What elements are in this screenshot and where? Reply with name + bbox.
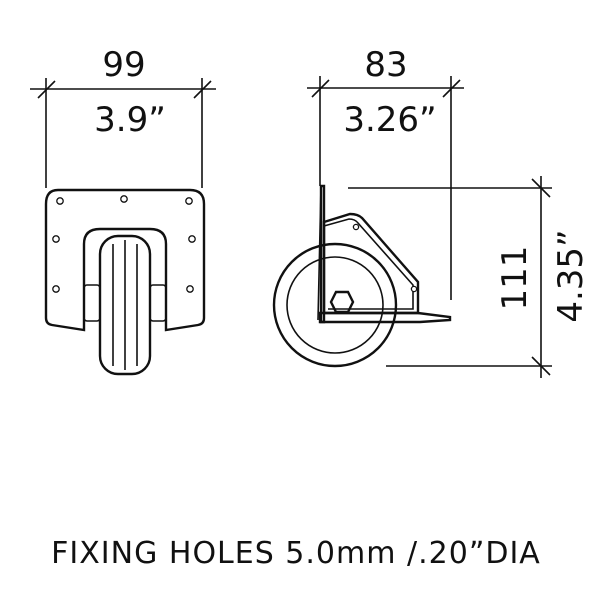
front-mounting-plate [44, 188, 206, 332]
front-axle-hub-left [83, 284, 101, 322]
side-height-in-label: 4.35” [551, 229, 591, 322]
side-base-plate [318, 311, 452, 324]
side-bracket-rivet-right [410, 285, 418, 293]
fixing-holes-note: FIXING HOLES 5.0mm /.20”DIA [51, 536, 541, 571]
front-wheel [98, 234, 152, 376]
front-fixing-holes [52, 195, 196, 293]
side-height-mm-label: 111 [495, 246, 535, 311]
side-height-dimension: 111 4.35” [348, 176, 591, 378]
side-depth-in-label: 3.26” [343, 100, 436, 140]
side-fork-bracket [322, 212, 420, 315]
front-width-in-label: 3.9” [94, 100, 166, 140]
side-bracket-rivet-top [352, 223, 360, 231]
side-view: 83 3.26” 111 4.35” [272, 45, 591, 378]
side-depth-mm-label: 83 [364, 45, 407, 85]
front-axle-hub-right [149, 284, 167, 322]
side-axle-nut [329, 290, 355, 314]
front-view: 99 3.9” [30, 45, 216, 376]
side-depth-dimension: 83 3.26” [307, 45, 464, 300]
front-width-dimension: 99 3.9” [30, 45, 216, 188]
front-width-mm-label: 99 [102, 45, 145, 85]
side-wheel [272, 242, 398, 368]
